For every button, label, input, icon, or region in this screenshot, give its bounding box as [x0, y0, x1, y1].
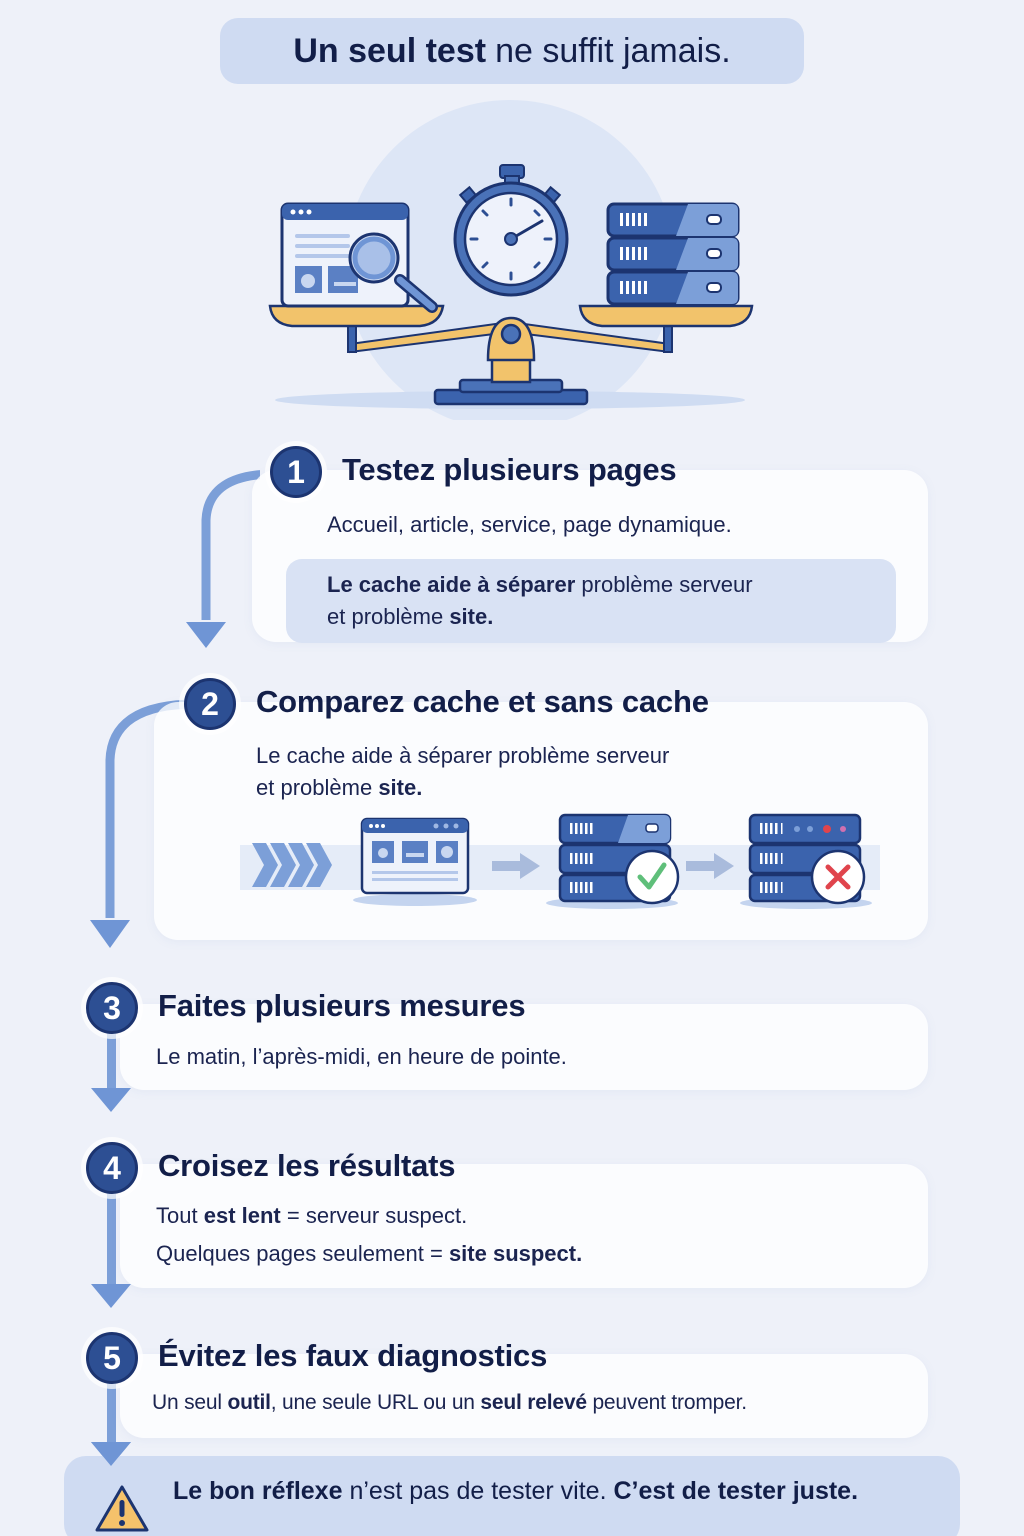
flow-connector-5 — [107, 1380, 116, 1444]
flow-arrow-down-icon — [186, 622, 226, 648]
step5-bold-b: seul relevé — [480, 1391, 587, 1414]
step-highlight-1 — [286, 559, 896, 643]
highlight-bold: Le cache aide à séparer — [327, 572, 576, 597]
step-text-1: Accueil, article, service, page dynamiqu… — [327, 512, 732, 537]
step4-line1-rest: = serveur suspect. — [286, 1203, 468, 1228]
step-badge-3: 3 — [86, 982, 138, 1034]
step4-line2-bold: site suspect. — [448, 1241, 583, 1266]
step-badge-1: 1 — [270, 446, 322, 498]
step4-line1-bold: est lent — [203, 1203, 281, 1228]
page-title: Un seul test ne suffit jamais. — [220, 18, 804, 84]
flow-arrow-down-icon — [90, 920, 130, 948]
footer-bold-a: Le bon réflexe — [173, 1477, 343, 1505]
step5-bold-a: outil — [227, 1391, 271, 1414]
step2-line2-text: et problème — [256, 775, 373, 800]
step-card-3 — [120, 1004, 928, 1090]
server-rack-icon — [606, 202, 740, 306]
step-text-5: Un seul outil, une seule URL ou un seul … — [152, 1387, 747, 1419]
step-badge-5: 5 — [86, 1332, 138, 1384]
step-card-4 — [120, 1164, 928, 1288]
flow-arrow-down-icon — [91, 1284, 131, 1308]
step-badge-2: 2 — [184, 678, 236, 730]
step4-line1-text: Tout — [156, 1203, 198, 1228]
step-badge-4: 4 — [86, 1142, 138, 1194]
title-rest: ne suffit jamais. — [495, 31, 731, 70]
flow-connector-4 — [107, 1190, 116, 1286]
cache-comparison-diagram — [240, 813, 880, 909]
step2-line2-bold: site. — [378, 775, 423, 800]
balance-scale-icon — [268, 304, 754, 406]
step-title-1: Testez plusieurs pages — [342, 452, 677, 487]
step-title-4: Croisez les résultats — [158, 1148, 456, 1183]
warning-icon — [95, 1485, 149, 1532]
stopwatch-icon — [453, 164, 569, 297]
flow-connector-1 — [186, 470, 260, 648]
footer-text: Le bon réflexe n’est pas de tester vite.… — [173, 1477, 858, 1506]
step-text-3: Le matin, l’après-midi, en heure de poin… — [156, 1044, 567, 1069]
error-x-icon — [825, 864, 851, 890]
step5-text-c: peuvent tromper. — [592, 1391, 747, 1414]
server-ok-icon — [546, 813, 680, 909]
flow-arrow-down-icon — [91, 1442, 131, 1466]
step-text-2-line2: et problème site. — [256, 772, 422, 804]
footer-bold-b: C’est de tester juste. — [613, 1477, 859, 1505]
browser-window-icon — [280, 202, 410, 308]
server-error-icon — [740, 813, 872, 909]
flow-connector-3 — [107, 1030, 116, 1090]
flow-chevrons-icon — [252, 843, 332, 887]
step-text-4-line2: Quelques pages seulement = site suspect. — [156, 1238, 582, 1270]
flow-arrow-down-icon — [91, 1088, 131, 1112]
arrow-right-icon — [686, 853, 734, 879]
step-highlight-line2: et problème site. — [327, 601, 493, 633]
highlight-line2-bold: site. — [449, 604, 494, 629]
highlight-rest: problème serveur — [581, 572, 753, 597]
step5-text-a: Un seul — [152, 1391, 222, 1414]
highlight-line2-text: et problème — [327, 604, 444, 629]
step-title-3: Faites plusieurs mesures — [158, 988, 526, 1023]
step-text-2-line1: Le cache aide à séparer problème serveur — [256, 743, 670, 768]
arrow-right-icon — [492, 853, 540, 879]
footer-callout — [64, 1456, 960, 1536]
magnifier-icon — [348, 232, 438, 313]
title-bold: Un seul test — [293, 31, 487, 70]
step-highlight-line1: Le cache aide à séparer problème serveur — [327, 569, 753, 601]
hero-illustration — [268, 100, 754, 420]
step5-text-b: , une seule URL ou un — [270, 1391, 475, 1414]
step-card-5 — [120, 1354, 928, 1438]
check-icon — [637, 862, 667, 890]
step-title-2: Comparez cache et sans cache — [256, 684, 709, 719]
step-title-5: Évitez les faux diagnostics — [158, 1338, 548, 1373]
browser-window-icon — [353, 817, 477, 906]
footer-middle: n’est pas de tester vite. — [349, 1477, 607, 1505]
step-text-4-line1: Tout est lent = serveur suspect. — [156, 1200, 467, 1232]
step4-line2-text: Quelques pages seulement = — [156, 1241, 443, 1266]
